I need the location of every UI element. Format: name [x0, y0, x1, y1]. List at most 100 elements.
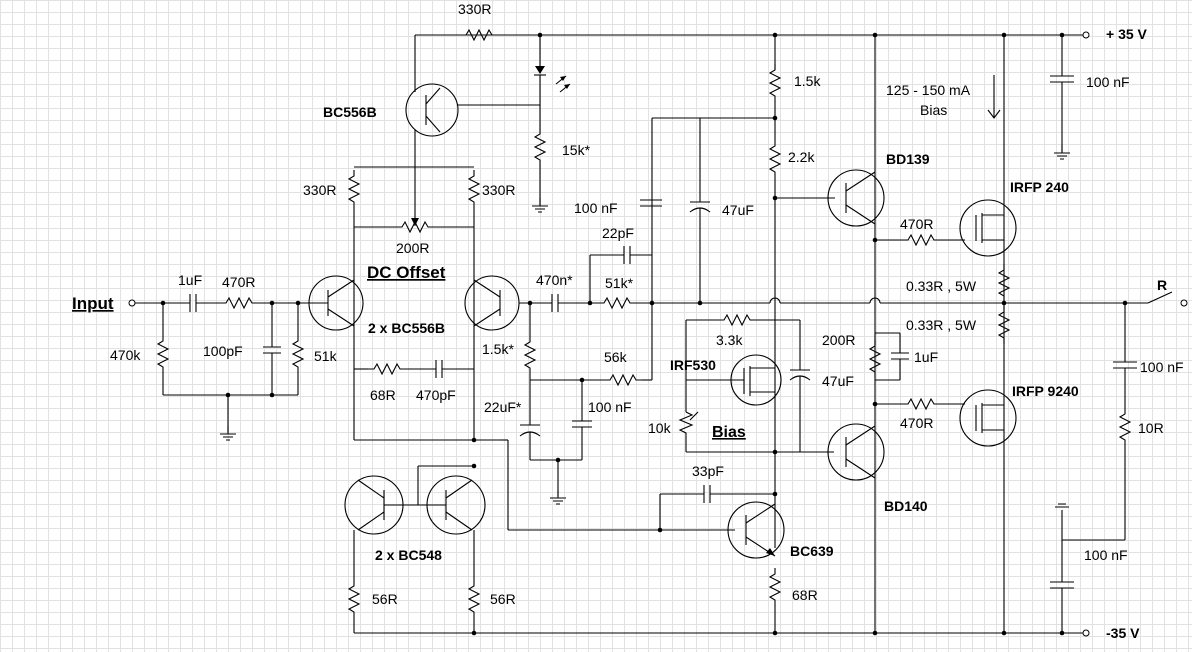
label-1-5k: 1.5k [794, 73, 821, 89]
label-330r-top: 330R [458, 1, 491, 17]
label-irf530: IRF530 [670, 357, 716, 373]
label-22uf: 22uF* [484, 399, 522, 415]
resistor-10r [1119, 407, 1131, 447]
capacitor-47uf-a [689, 118, 711, 303]
label-56k: 56k [604, 349, 628, 365]
mosfet-irfp9240 [959, 389, 1017, 447]
resistor-3-3k [717, 314, 757, 326]
label-51k-feedback: 51k* [605, 275, 634, 291]
label-22pf: 22pF [602, 225, 634, 241]
bias-note-line2: Bias [920, 102, 947, 118]
label-1uf-b: 1uF [914, 349, 938, 365]
label-10k: 10k [648, 420, 672, 436]
label-470k: 470k [110, 347, 141, 363]
label-bc639: BC639 [790, 543, 834, 559]
label-10r: 10R [1138, 420, 1164, 436]
label-470r-input: 470R [222, 274, 255, 290]
resistor-330r-right [468, 169, 480, 209]
label-47uf-a: 47uF [722, 202, 754, 218]
label-33pf: 33pF [692, 463, 724, 479]
label-15k: 15k* [562, 142, 591, 158]
capacitor-100pf [263, 346, 281, 354]
label-200r: 200R [822, 332, 855, 348]
input-label: Input [72, 294, 114, 313]
label-3-3k: 3.3k [716, 332, 743, 348]
label-irfp240: IRFP 240 [1010, 179, 1069, 195]
label-1uf-input: 1uF [178, 272, 202, 288]
capacitor-33pf [703, 485, 711, 503]
output-label: R [1157, 277, 1167, 293]
resistor-51k-feedback [597, 297, 637, 309]
resistor-330r-left [348, 169, 360, 209]
bias-label: Bias [712, 424, 746, 441]
transistor-input-right [464, 275, 520, 331]
label-irfp9240: IRFP 9240 [1012, 383, 1079, 399]
transistor-bd140 [827, 423, 885, 481]
label-100nf-a: 100 nF [574, 200, 618, 216]
junction-dots [160, 32, 1128, 636]
label-100pf: 100pF [203, 343, 243, 359]
capacitor-1uf-b [891, 333, 909, 380]
capacitor-470n [551, 294, 559, 312]
label-56r-right: 56R [490, 591, 516, 607]
label-47uf-b: 47uF [822, 373, 854, 389]
resistor-56r-left [348, 579, 360, 619]
label-2-2k: 2.2k [788, 149, 815, 165]
resistor-15k [534, 127, 546, 167]
negative-rail [354, 629, 1090, 637]
resistor-68r [367, 363, 407, 375]
label-470n: 470n* [536, 272, 573, 288]
label-2x-bc556b: 2 x BC556B [368, 320, 445, 336]
label-51k: 51k [314, 348, 338, 364]
capacitor-100nf-top [1050, 75, 1074, 83]
resistor-68r-b [769, 567, 781, 607]
label-100nf-top: 100 nF [1086, 74, 1130, 90]
resistor-470k [157, 334, 169, 374]
capacitor-100nf-a [640, 199, 662, 207]
transistor-bc556b [405, 83, 540, 137]
label-68r-b: 68R [792, 587, 818, 603]
label-033r-b: 0.33R , 5W [906, 317, 977, 333]
label-56r-left: 56R [372, 591, 398, 607]
potentiometer-200r [354, 221, 474, 233]
mosfet-irfp240 [959, 199, 1017, 257]
resistor-330r-top [415, 29, 499, 41]
label-100nf-bottom: 100 nF [1084, 547, 1128, 563]
label-470pf: 470pF [416, 387, 456, 403]
capacitor-22pf [589, 246, 652, 303]
label-470r-gate2: 470R [900, 415, 933, 431]
positive-rail [415, 31, 1090, 39]
label-bd140: BD140 [884, 498, 928, 514]
resistor-51k [292, 334, 304, 374]
label-100nf-output: 100 nF [1140, 359, 1184, 375]
label-470r-gate1: 470R [900, 216, 933, 232]
bias-note-line1: 125 - 150 mA [886, 82, 971, 98]
capacitor-470pf [435, 360, 443, 378]
label-bd139: BD139 [886, 151, 930, 167]
ground-symbol-low [1055, 503, 1069, 508]
resistor-56r-right [468, 579, 480, 619]
resistor-2-2k [769, 139, 781, 179]
ground-symbol [531, 197, 549, 213]
label-1-5k-feedback: 1.5k* [482, 341, 514, 357]
potentiometer-10k [678, 411, 699, 440]
label-2x-bc548: 2 x BC548 [375, 547, 442, 563]
label-200r: 200R [396, 240, 429, 256]
resistor-56k [603, 374, 643, 386]
resistor-470r-input [219, 297, 259, 309]
resistor-1-5k-feedback [524, 335, 536, 375]
label-bc556b: BC556B [323, 104, 377, 120]
capacitor-100nf-feedback [572, 420, 592, 428]
transistor-bd139 [827, 169, 885, 227]
label-68r: 68R [370, 387, 396, 403]
transistor-input-left [308, 275, 364, 331]
led-indicator [534, 66, 571, 93]
output-switch [1147, 291, 1188, 307]
capacitor-1uf-input [189, 294, 197, 312]
resistor-1-5k [769, 63, 781, 103]
rail-label-negative: -35 V [1106, 625, 1140, 641]
bias-current-arrow [987, 75, 1001, 119]
capacitor-47uf-b [789, 369, 811, 452]
